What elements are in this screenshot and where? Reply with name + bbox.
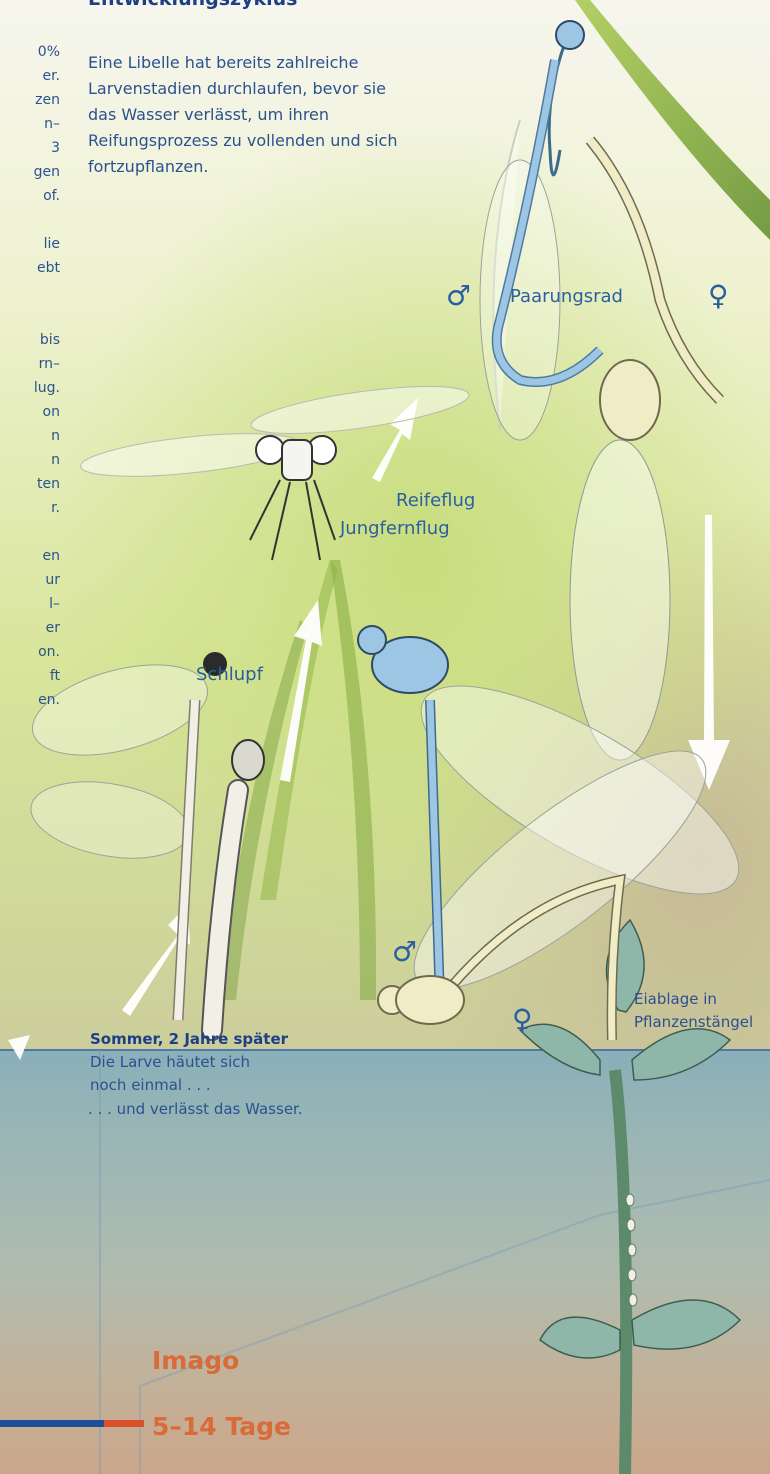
summer-note-title: Sommer, 2 Jahre später (90, 1030, 288, 1048)
summer-note-line2: noch einmal . . . (90, 1074, 288, 1097)
left-column-fragment: l– (0, 592, 60, 616)
left-column-fragment: ur (0, 568, 60, 592)
left-column-fragment: n– (0, 112, 60, 136)
left-column-fragment: gen (0, 160, 60, 184)
left-column-fragment: er (0, 616, 60, 640)
female-symbol-mating: ♀ (708, 282, 729, 310)
summer-note: Sommer, 2 Jahre später Die Larve häutet … (90, 1028, 288, 1097)
stage-name: Imago (152, 1346, 239, 1375)
left-column-fragment: ft (0, 664, 60, 688)
label-jungfernflug: Jungfernflug (340, 518, 450, 539)
left-column-fragment: bis (0, 328, 60, 352)
label-paarungsrad: Paarungsrad (510, 286, 623, 307)
left-column-fragment (0, 208, 60, 232)
left-column-fragment: on (0, 400, 60, 424)
left-column-fragment: rn– (0, 352, 60, 376)
left-column-fragment: lie (0, 232, 60, 256)
water-note: . . . und verlässt das Wasser. (88, 1098, 303, 1121)
left-column-fragment: 3 (0, 136, 60, 160)
left-column-fragment: on. (0, 640, 60, 664)
female-symbol-oviposition: ♀ (512, 1006, 533, 1034)
left-column-fragment: of. (0, 184, 60, 208)
male-symbol-oviposition: ♂ (392, 938, 417, 966)
intro-paragraph: Eine Libelle hat bereits zahlreiche Larv… (88, 50, 418, 180)
stage-duration: 5–14 Tage (152, 1412, 291, 1441)
progress-bar-blue (0, 1420, 104, 1427)
label-eiablage-line2: Pflanzenstängel (634, 1011, 753, 1034)
progress-bar-orange (104, 1420, 144, 1427)
left-column-fragment (0, 304, 60, 328)
left-column-fragment: n (0, 424, 60, 448)
left-column-fragment: 0% (0, 40, 60, 64)
label-schlupf: Schlupf (196, 664, 263, 685)
left-column-fragment: r. (0, 496, 60, 520)
section-heading: Entwicklungszyklus (88, 0, 297, 10)
left-column-fragment (0, 280, 60, 304)
male-symbol-mating: ♂ (446, 282, 471, 310)
left-column-fragment (0, 520, 60, 544)
left-column-fragment: en. (0, 688, 60, 712)
left-column-fragment: ten (0, 472, 60, 496)
label-eiablage: Eiablage in Pflanzenstängel (634, 988, 753, 1034)
left-column-fragment: en (0, 544, 60, 568)
left-column-fragment: n (0, 448, 60, 472)
left-column-fragment: lug. (0, 376, 60, 400)
left-column-fragment: er. (0, 64, 60, 88)
label-reifeflug: Reifeflug (396, 490, 475, 511)
label-eiablage-line1: Eiablage in (634, 988, 753, 1011)
left-column-fragment: ebt (0, 256, 60, 280)
left-column-fragment: zen (0, 88, 60, 112)
summer-note-line1: Die Larve häutet sich (90, 1051, 288, 1074)
